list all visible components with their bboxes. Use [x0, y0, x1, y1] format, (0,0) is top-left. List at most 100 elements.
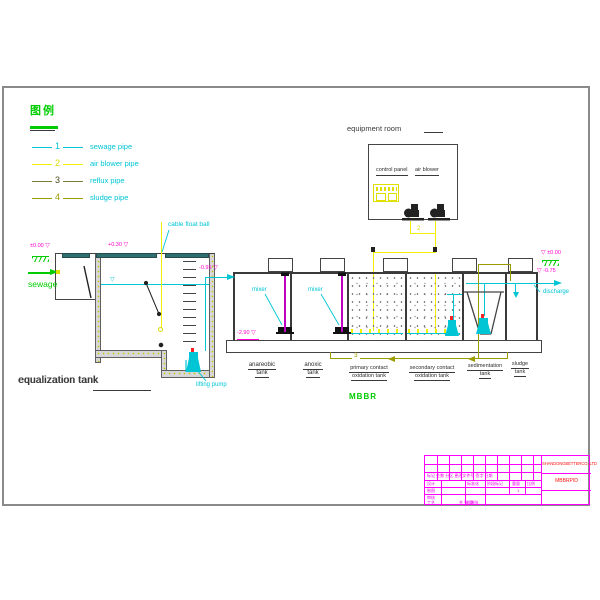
air-header-pipe	[373, 252, 436, 254]
equipment-room-title-underline	[424, 132, 443, 133]
tank-wall	[405, 272, 407, 340]
company-name: SHANDONGBETTERCO.,LTD	[542, 461, 597, 466]
revision-header: 标记 处数 分区 更改文件号 签字 日期	[427, 473, 493, 478]
legend-line-sewage-b	[63, 147, 83, 149]
tank-wall	[290, 272, 292, 340]
legend-line-sludge	[32, 198, 52, 200]
stage-mark-label: 阶段标记	[487, 481, 503, 486]
diffuser-header-pipe	[407, 333, 460, 335]
legend-line-reflux-b	[63, 181, 83, 183]
mixer-shaft-pipe	[341, 274, 343, 332]
sludge-tank-inlet-pipe	[515, 283, 517, 292]
elev-tank-bottom: -2.90 ▽	[237, 330, 256, 336]
approval-label: 批准	[467, 500, 475, 505]
air-pipe	[410, 221, 412, 233]
inlet-valve-icon	[56, 270, 60, 274]
tank-wall	[462, 272, 464, 340]
manhole-cover	[268, 258, 293, 272]
legend-num-3: 3	[55, 175, 61, 185]
ground-hatch	[542, 260, 559, 266]
air-valve-icon	[433, 247, 437, 252]
scale-label: 比例	[527, 481, 535, 486]
role-design: 设计	[427, 481, 435, 486]
elev-transfer: -0.95 ▽	[199, 265, 218, 271]
air-pipe	[410, 233, 436, 235]
sewage-inlet-arrow	[50, 269, 58, 275]
air-pipe-number: 2	[416, 226, 422, 232]
diffuser-header-pipe	[350, 333, 403, 335]
drawing-frame	[2, 86, 590, 506]
tank-wall	[536, 272, 538, 340]
legend-line-reflux	[32, 181, 52, 183]
eq-tank-wall-right	[209, 253, 215, 378]
sewage-inlet-line	[28, 272, 52, 274]
diffuser-ticks	[408, 329, 459, 333]
eq-tank-ladder	[183, 261, 196, 347]
tank-wall	[233, 272, 235, 340]
equipment-room-box	[368, 144, 458, 220]
sludge-inlet-arrow	[513, 292, 519, 298]
sludge-transfer-pipe	[478, 264, 511, 266]
control-panel-icon	[373, 184, 399, 202]
sludge-airlift-pipe	[478, 264, 480, 358]
sewage-label: sewage	[28, 279, 58, 289]
transfer-arrow	[227, 274, 235, 280]
foundation-slab	[226, 340, 542, 353]
air-blower-label: air blower	[415, 167, 439, 176]
elev-underline	[237, 339, 259, 340]
air-drop-pipe	[373, 252, 375, 272]
inlet-cover-slab	[62, 253, 90, 258]
diffuser-ticks	[351, 329, 402, 333]
process-label: MBBR	[349, 392, 377, 401]
standardization-label: 标准化	[467, 481, 479, 486]
eq-tank-wall-sump-bottom	[161, 370, 215, 378]
air-pipe	[435, 221, 437, 253]
tank-wall	[347, 272, 349, 340]
sludge-transfer-drop	[510, 264, 512, 281]
eq-tank-wall-left	[95, 253, 101, 363]
discharge-arrow	[554, 280, 562, 286]
float-ball-icon	[158, 327, 163, 332]
reflux-pipe	[330, 358, 508, 360]
control-panel-label: control panel	[376, 167, 408, 176]
manhole-cover	[320, 258, 345, 272]
manhole-cover	[452, 258, 477, 272]
eq-tank-wall-bottom-left	[95, 350, 167, 358]
elev-discharge: ▽ -0.75	[537, 268, 556, 274]
legend-title-underline	[30, 126, 58, 129]
mixer-shaft-pipe	[284, 274, 286, 332]
reflux-riser	[507, 352, 509, 358]
ground-hatch	[32, 256, 49, 262]
pump-riser-pipe	[453, 294, 455, 320]
mbbr-media-fill	[349, 274, 404, 338]
pump-riser-elbow	[447, 294, 462, 296]
tank-top-line	[233, 272, 538, 274]
legend-line-air-b	[63, 164, 83, 166]
legend-label-sludge: sludge pipe	[90, 193, 129, 202]
drawing-number: MBBRPID	[555, 478, 578, 484]
legend-num-4: 4	[55, 192, 61, 202]
legend-line-sewage	[32, 147, 52, 149]
manhole-cover	[383, 258, 408, 272]
airlift-riser-pipe	[484, 283, 486, 316]
reflux-arrow	[388, 356, 395, 362]
equalization-title-underline	[93, 390, 151, 392]
legend-num-1: 1	[55, 141, 61, 151]
lift-pipe-h	[205, 277, 230, 279]
elev-inlet-ground: ±0.00 ▽	[30, 243, 50, 249]
reflux-riser	[330, 352, 332, 358]
discharge-label: discharge	[543, 289, 570, 295]
role-check: 审核	[427, 494, 435, 500]
role-process: 工艺	[427, 500, 435, 505]
legend-label-reflux: reflux pipe	[90, 176, 125, 185]
air-valve-icon	[371, 247, 375, 252]
legend-label-sewage: sewage pipe	[90, 142, 133, 151]
eq-cover-slab	[165, 253, 209, 258]
reflux-number: 3	[352, 352, 360, 360]
